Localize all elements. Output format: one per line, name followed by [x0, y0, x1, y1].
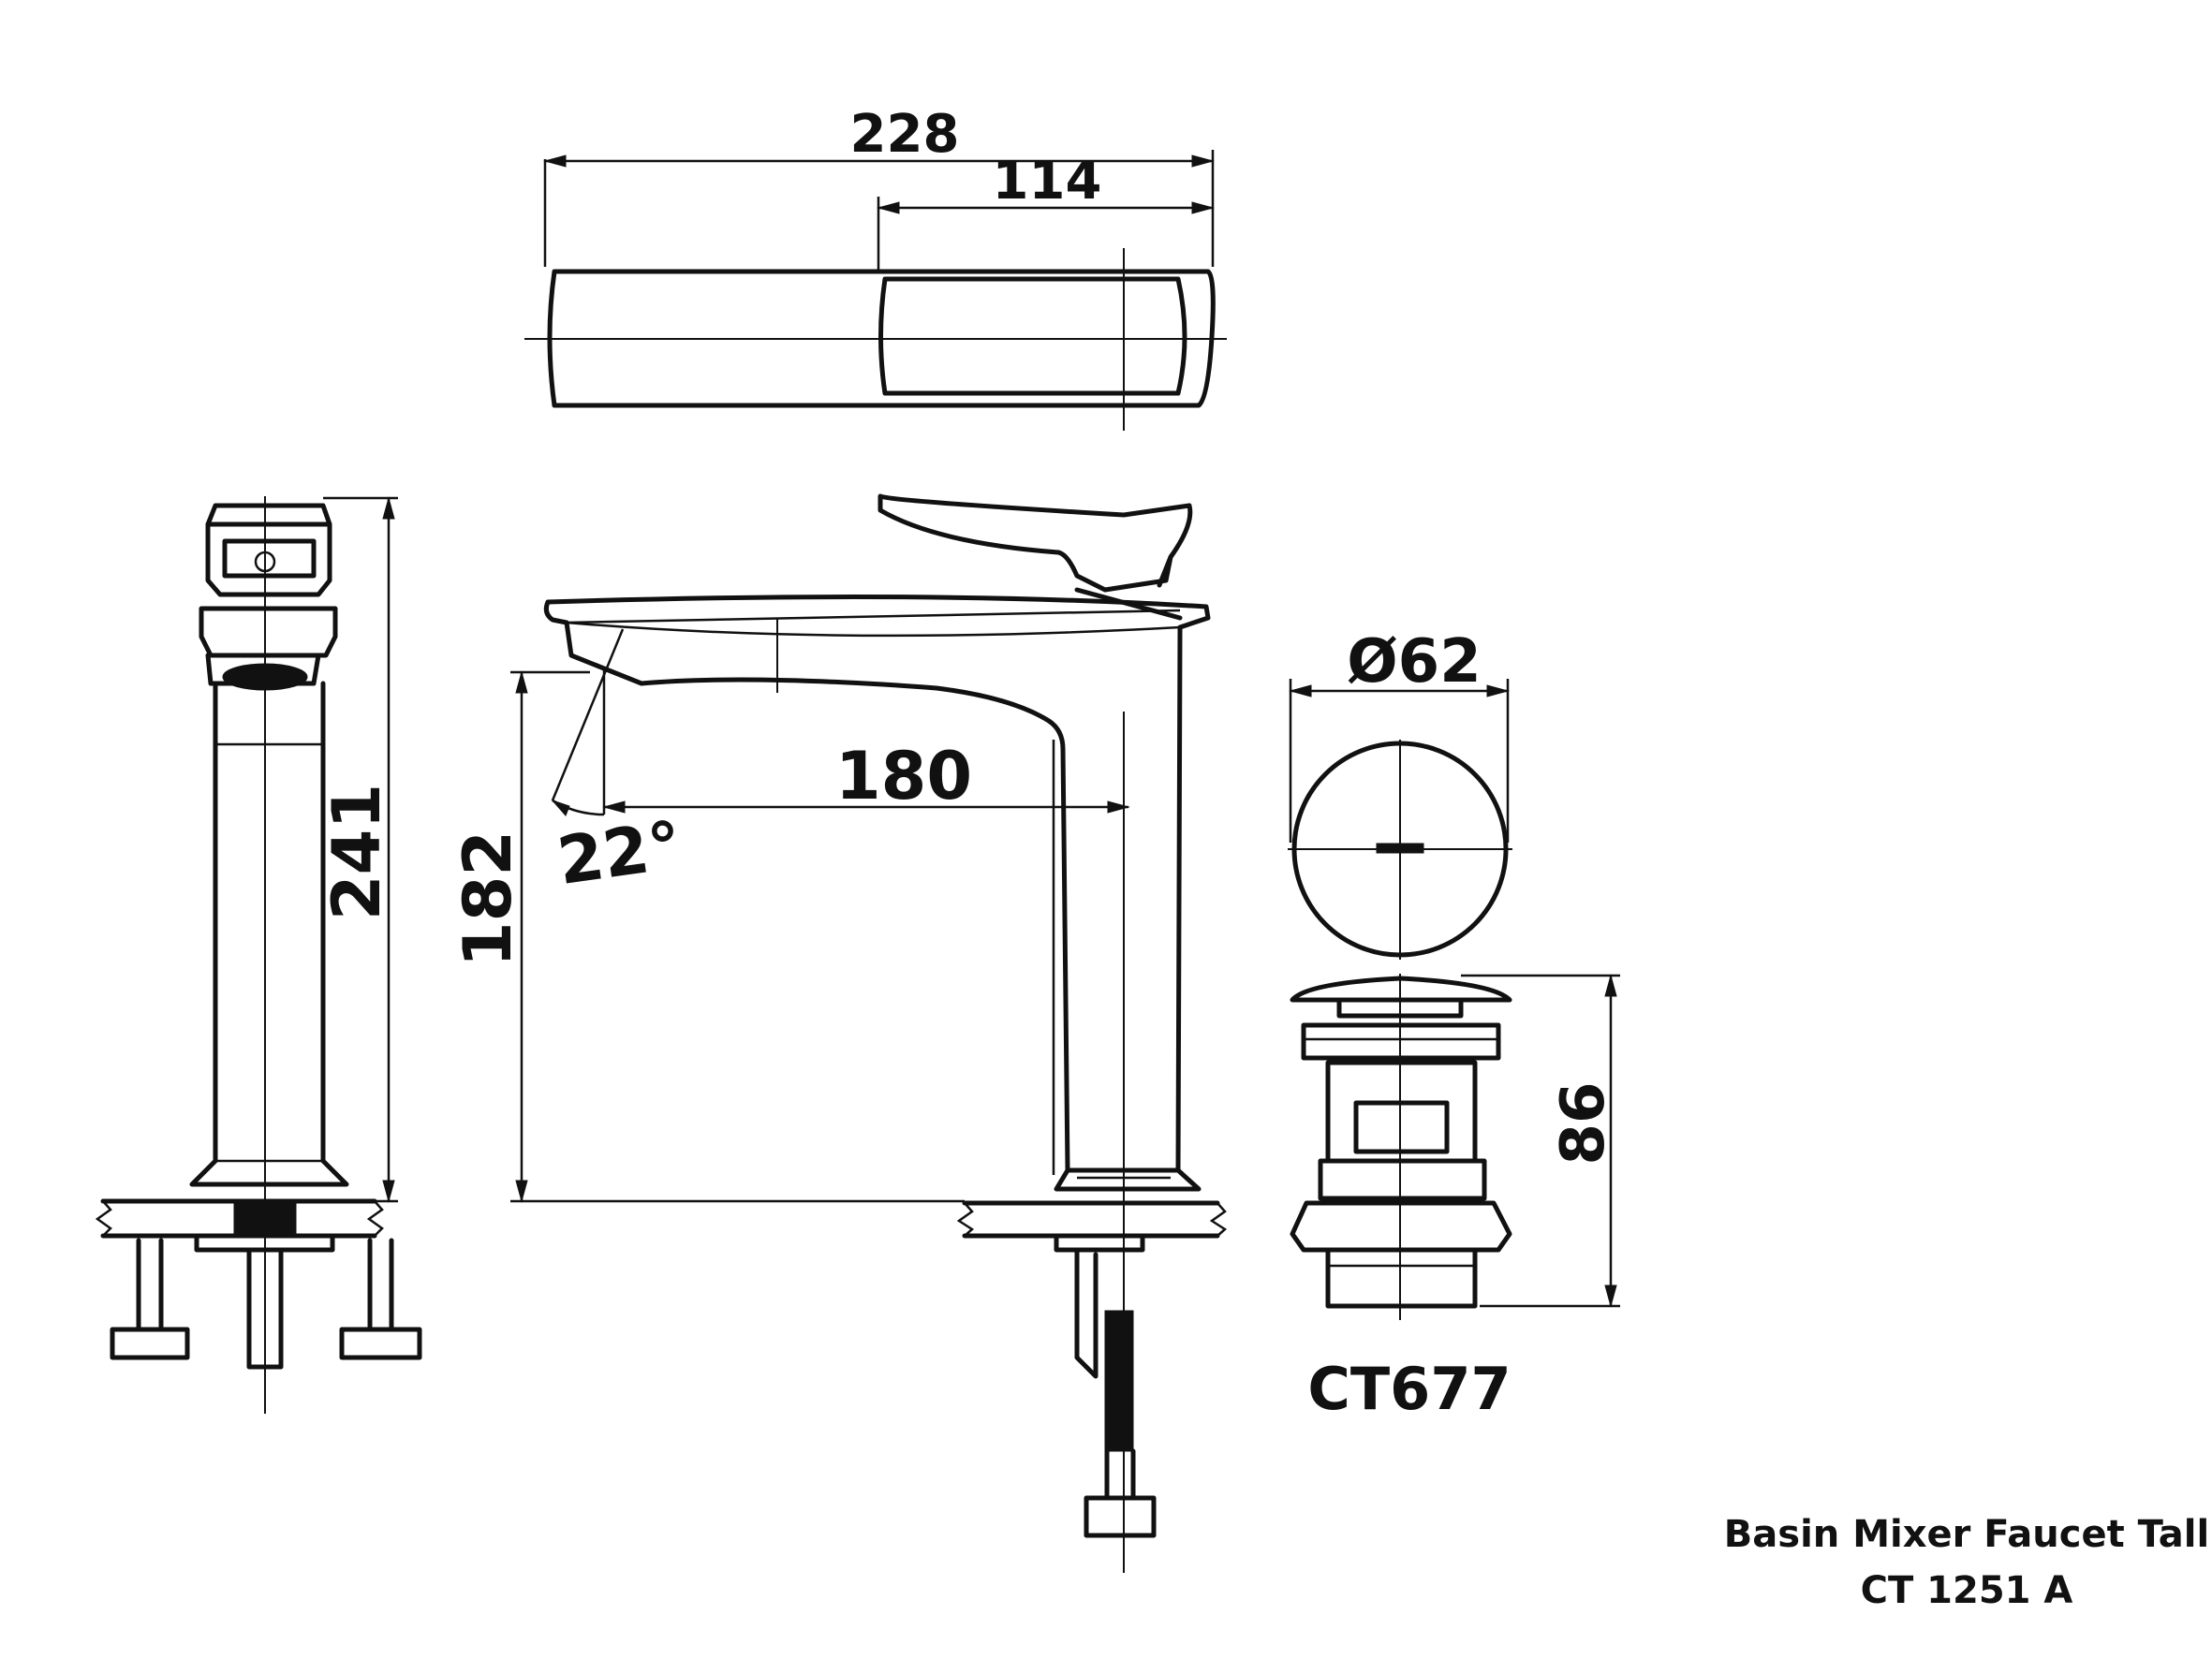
- dim-total-height: 241: [318, 784, 395, 920]
- drain-side-view: 86 CT677: [1290, 974, 1620, 1423]
- dim-spout-height: 182: [450, 830, 526, 967]
- product-name: Basin Mixer Faucet Tall: [1724, 1513, 2209, 1556]
- dim-spout-reach: 180: [835, 738, 972, 815]
- dim-drain-height: 86: [1549, 1081, 1618, 1165]
- drain-top-view: Ø62: [1288, 627, 1512, 960]
- dim-180-group: 180: [602, 669, 1130, 815]
- dim-top-width: 228: [850, 104, 960, 165]
- drain-model-label: CT677: [1307, 1355, 1511, 1423]
- front-view: [95, 496, 422, 1414]
- dim-241-group: 241: [318, 496, 398, 1203]
- dim-spout-angle: 22°: [553, 806, 686, 900]
- dim-angle-group: 22°: [551, 628, 686, 900]
- top-view: 228 114: [524, 104, 1227, 431]
- dim-top-half-width: 114: [993, 151, 1102, 212]
- dim-drain-diameter: Ø62: [1347, 627, 1481, 697]
- model-code: CT 1251 A: [1861, 1569, 2073, 1612]
- dim-182-group: 182: [450, 670, 965, 1203]
- title-block: Basin Mixer Faucet Tall CT 1251 A: [1724, 1513, 2209, 1612]
- side-view: [543, 493, 1228, 1573]
